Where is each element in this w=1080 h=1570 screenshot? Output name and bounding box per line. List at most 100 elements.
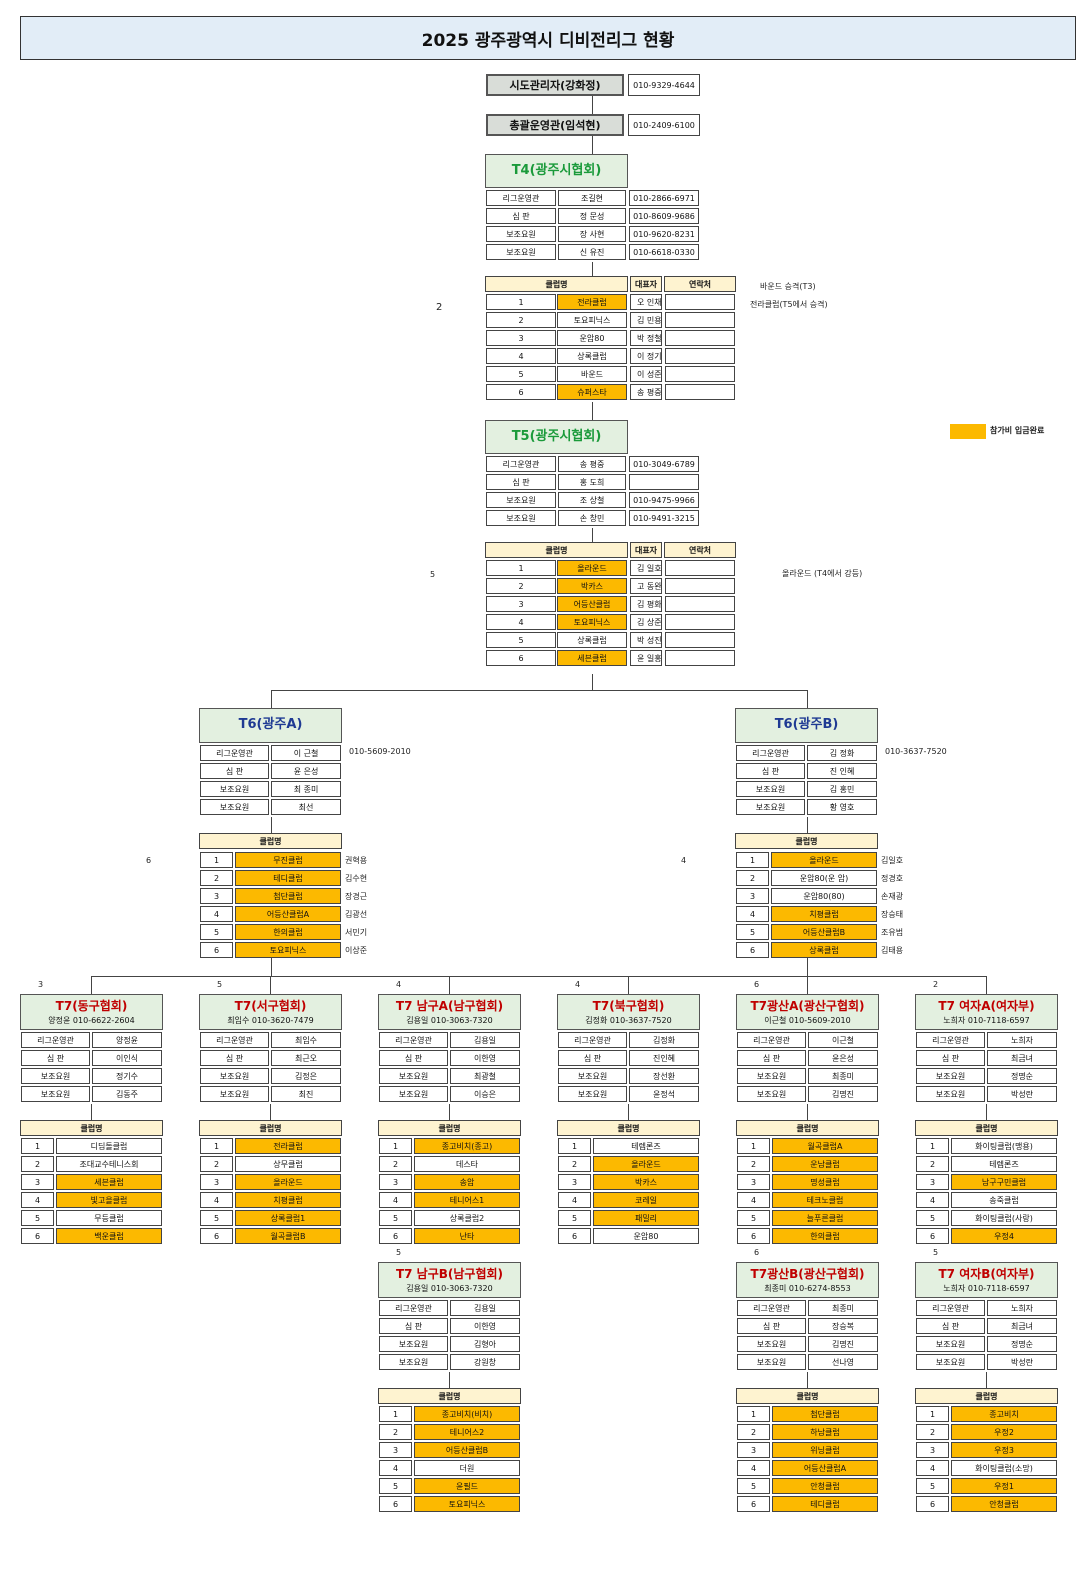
- t4-club-contact: [665, 384, 735, 400]
- t6a-club-rep: 장경근: [345, 892, 368, 901]
- t6a-club-header: 클럽명: [199, 833, 342, 849]
- t6a-staff-name: 윤 은성: [271, 763, 341, 779]
- t6b-staff-role: 리그운영관: [736, 745, 805, 761]
- t6a-club-no: 3: [200, 888, 233, 904]
- t7-9-club-name: 우정1: [951, 1478, 1057, 1494]
- t7-6-club-name: 화이팅클럽(맹용): [951, 1138, 1057, 1154]
- t7-2-staff-role: 보조요원: [200, 1068, 269, 1084]
- t7-9-staff-name: 박성란: [987, 1354, 1057, 1370]
- t5-club-contact: [665, 560, 735, 576]
- t6a-staff-role: 리그운영관: [200, 745, 269, 761]
- t6a-club-no: 5: [200, 924, 233, 940]
- t7-3-staff-name: 이한영: [450, 1050, 520, 1066]
- t6b-header: T6(광주B): [735, 708, 878, 743]
- t7-7-club-name: 테니어스2: [414, 1424, 520, 1440]
- t7-4-staff-name: 진인혜: [629, 1050, 699, 1066]
- connector-line: [807, 976, 808, 994]
- t4-staff-role: 보조요원: [486, 244, 556, 260]
- t4-staff-phone: 010-2866-6971: [629, 190, 699, 206]
- t7-4-count: 4: [575, 980, 581, 989]
- t7-6-header: T7 여자A(여자부)노희자 010-7118-6597: [915, 994, 1058, 1030]
- t4-club-rep: 김 민용: [630, 312, 662, 328]
- t5-club-header: 클럽명: [485, 542, 628, 558]
- t7-1-club-name: 백운클럽: [56, 1228, 162, 1244]
- t7-3-club-header: 클럽명: [378, 1120, 521, 1136]
- t7-9-club-no: 1: [916, 1406, 949, 1422]
- t7-3-club-no: 5: [379, 1210, 412, 1226]
- division-title: T7(북구협회): [592, 998, 665, 1013]
- connector-line: [91, 1104, 92, 1120]
- t7-5-club-no: 6: [737, 1228, 770, 1244]
- t7-8-staff-role: 보조요원: [737, 1354, 806, 1370]
- t4-staff-name: 정 문성: [558, 208, 626, 224]
- t6b-club-no: 3: [736, 888, 769, 904]
- t7-7-staff-name: 강원창: [450, 1354, 520, 1370]
- t4-note-promotion-2: 전라클럽(T5에서 승격): [750, 300, 828, 309]
- t6b-count: 4: [681, 856, 687, 865]
- t5-club-rep: 윤 일홍: [630, 650, 662, 666]
- t6b-staff-name: 황 영호: [807, 799, 877, 815]
- t7-7-club-name: 더원: [414, 1460, 520, 1476]
- t7-5-club-no: 3: [737, 1174, 770, 1190]
- t7-8-club-no: 5: [737, 1478, 770, 1494]
- t6b-club-rep: 정경호: [881, 874, 904, 883]
- t6b-club-name: 치평클럽: [771, 906, 877, 922]
- t5-club-no: 4: [486, 614, 556, 630]
- t4-club-rep: 송 평중: [630, 384, 662, 400]
- division-title: T6(광주A): [238, 717, 303, 733]
- t6b-club-header: 클럽명: [735, 833, 878, 849]
- t7-8-club-name: 위닝클럽: [772, 1442, 878, 1458]
- t5-club-name: 박카스: [557, 578, 627, 594]
- t7-6-club-name: 우정4: [951, 1228, 1057, 1244]
- connector-line: [986, 976, 987, 994]
- t4-count: 2: [436, 302, 443, 313]
- t6a-club-no: 4: [200, 906, 233, 922]
- division-title: T7 여자B(여자부): [938, 1266, 1035, 1281]
- t7-1-club-name: 디딤돌클럽: [56, 1138, 162, 1154]
- t7-9-staff-name: 노희자: [987, 1300, 1057, 1316]
- t7-4-club-no: 6: [558, 1228, 591, 1244]
- t6b-club-name: 운암80(운 암): [771, 870, 877, 886]
- t4-club-contact: [665, 330, 735, 346]
- t7-1-staff-name: 김동주: [92, 1086, 162, 1102]
- t6a-club-rep: 서민기: [345, 928, 368, 937]
- t7-1-staff-name: 이인식: [92, 1050, 162, 1066]
- t7-4-club-name: 박카스: [593, 1174, 699, 1190]
- t7-3-count: 4: [396, 980, 402, 989]
- t7-4-staff-name: 김정화: [629, 1032, 699, 1048]
- t7-7-club-no: 2: [379, 1424, 412, 1440]
- t7-1-staff-role: 보조요원: [21, 1068, 90, 1084]
- t6b-club-name: 상록클럽: [771, 942, 877, 958]
- t7-8-club-name: 하남클럽: [772, 1424, 878, 1440]
- t5-rep-header: 대표자: [630, 542, 662, 558]
- t5-club-contact: [665, 578, 735, 594]
- t7-2-staff-role: 보조요원: [200, 1086, 269, 1102]
- t7-7-count: 5: [396, 1248, 402, 1257]
- page-title: 2025 광주광역시 디비전리그 현황: [20, 16, 1076, 60]
- connector-line: [628, 1104, 629, 1120]
- t7-2-staff-name: 김정은: [271, 1068, 341, 1084]
- t4-rep-header: 대표자: [630, 276, 662, 292]
- t7-3-staff-role: 보조요원: [379, 1068, 448, 1084]
- t7-3-club-no: 4: [379, 1192, 412, 1208]
- t4-staff-name: 장 사현: [558, 226, 626, 242]
- connector-line: [807, 1372, 808, 1388]
- t7-2-staff-role: 심 판: [200, 1050, 269, 1066]
- t4-club-name: 상록클럽: [557, 348, 627, 364]
- t6b-club-rep: 김태용: [881, 946, 904, 955]
- t6a-club-rep: 이상준: [345, 946, 368, 955]
- connector-line: [271, 958, 272, 976]
- division-title: T6(광주B): [774, 717, 839, 733]
- division-contact: 양정윤 010-6622-2604: [48, 1015, 135, 1025]
- t7-1-header: T7(동구협회)양정윤 010-6622-2604: [20, 994, 163, 1030]
- t4-staff-phone: 010-6618-0330: [629, 244, 699, 260]
- t7-3-club-no: 1: [379, 1138, 412, 1154]
- t7-2-club-no: 6: [200, 1228, 233, 1244]
- t5-staff-name: 홍 도희: [558, 474, 626, 490]
- connector-line: [986, 1372, 987, 1388]
- connector-line: [807, 690, 808, 708]
- connector-line: [271, 690, 272, 708]
- t6a-club-name: 첨단클럽: [235, 888, 341, 904]
- t7-6-club-name: 송죽클럽: [951, 1192, 1057, 1208]
- t5-club-rep: 박 성진: [630, 632, 662, 648]
